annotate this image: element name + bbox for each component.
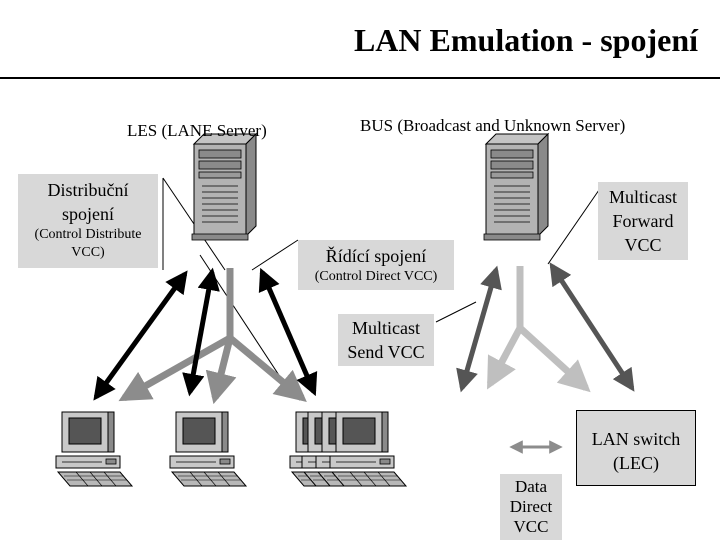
bus-server-icon	[483, 133, 549, 241]
control-distribute-vcc-label: Distribuční spojení (Control Distribute …	[18, 174, 158, 268]
control-direct-vcc-label: Řídící spojení (Control Direct VCC)	[298, 240, 454, 290]
distribution-sub1: (Control Distribute	[34, 227, 142, 242]
multicast-send-line1: Multicast	[352, 318, 420, 338]
title-divider	[0, 77, 720, 79]
lan-switch-line2: (LEC)	[613, 453, 659, 473]
computer-icon	[329, 411, 407, 487]
computer-icon	[169, 411, 247, 487]
data-direct-line2: Direct	[509, 497, 553, 516]
bus-server-label: BUS (Broadcast and Unknown Server)	[360, 116, 626, 135]
control-direct-sub: (Control Direct VCC)	[314, 269, 438, 284]
lan-switch-box: LAN switch (LEC)	[576, 410, 696, 486]
distribution-line2: spojení	[62, 204, 114, 224]
distribution-sub2: VCC)	[71, 245, 105, 260]
control-distribute-vcc-arrows	[93, 267, 318, 401]
multicast-send-line2: Send VCC	[347, 342, 425, 362]
data-direct-line1: Data	[514, 477, 548, 496]
bus-connection-arrows	[456, 262, 635, 393]
multicast-forward-vcc-arrows	[486, 266, 591, 393]
les-server-icon	[191, 133, 257, 241]
page-title: LAN Emulation - spojení	[353, 22, 698, 58]
multicast-send-pointer	[435, 301, 477, 323]
distribution-line1: Distribuční	[47, 180, 129, 200]
bus-label-pointer	[547, 189, 600, 265]
data-direct-vcc-label: Data Direct VCC	[500, 474, 562, 540]
computer-icon	[55, 411, 133, 487]
multicast-forward-line3: VCC	[624, 235, 662, 255]
lan-switch-line1: LAN switch	[591, 429, 681, 449]
les-server-label: LES (LANE Server)	[127, 121, 267, 140]
multicast-send-vcc-arrows	[118, 268, 307, 405]
data-direct-line3: VCC	[513, 517, 549, 536]
control-direct-pointer	[251, 239, 299, 271]
control-direct-main: Řídící spojení	[325, 246, 427, 266]
multicast-forward-line2: Forward	[612, 211, 674, 231]
multicast-forward-vcc-label: Multicast Forward VCC	[598, 182, 688, 260]
multicast-send-vcc-label: Multicast Send VCC	[338, 314, 434, 366]
multicast-forward-line1: Multicast	[609, 187, 677, 207]
